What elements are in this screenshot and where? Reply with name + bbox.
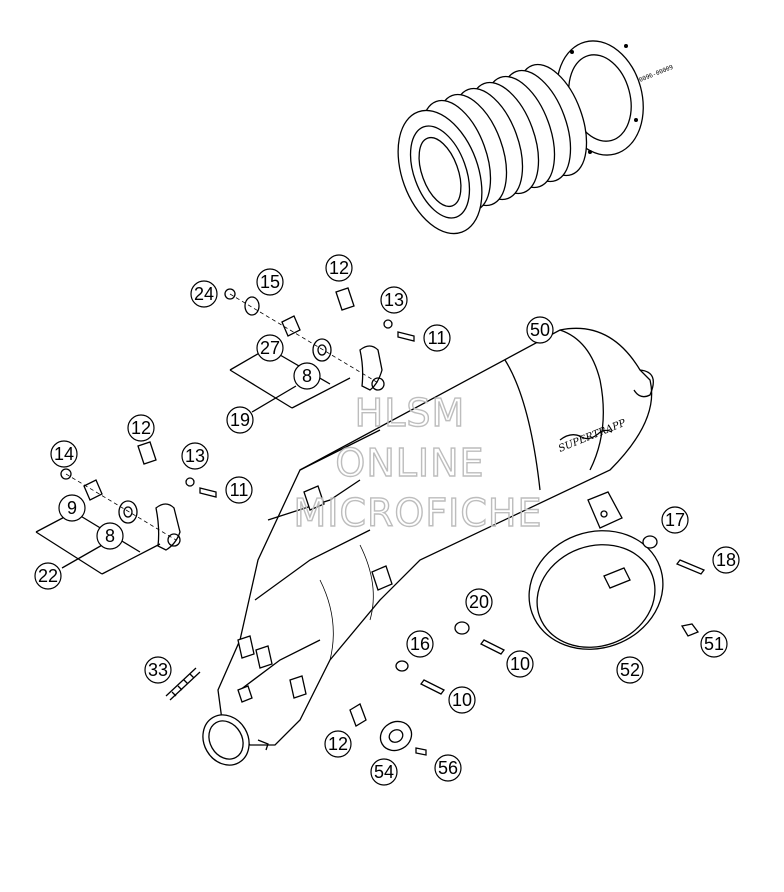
group-frames xyxy=(35,347,351,575)
svg-text:22: 22 xyxy=(38,566,58,586)
callout-24[interactable]: 24 xyxy=(190,280,218,308)
callout-33[interactable]: 33 xyxy=(144,656,172,684)
callout-9[interactable]: 9 xyxy=(58,494,86,522)
watermark-line-3: MICROFICHE xyxy=(293,491,542,535)
svg-text:24: 24 xyxy=(194,284,214,304)
svg-text:12: 12 xyxy=(329,258,349,278)
svg-text:54: 54 xyxy=(374,762,394,782)
svg-text:13: 13 xyxy=(384,290,404,310)
clamp-band xyxy=(528,491,664,650)
watermark: HLSM ONLINE MICROFICHE xyxy=(293,390,542,535)
svg-text:52: 52 xyxy=(620,660,640,680)
callout-50[interactable]: 50 xyxy=(526,316,554,344)
callout-12-mid[interactable]: 12 xyxy=(127,414,155,442)
callout-16[interactable]: 16 xyxy=(406,630,434,658)
svg-text:14: 14 xyxy=(54,444,74,464)
callout-8-top[interactable]: 8 xyxy=(293,362,321,390)
lower-bracket-assembly xyxy=(60,441,217,551)
callout-27[interactable]: 27 xyxy=(256,334,284,362)
callout-13-top[interactable]: 13 xyxy=(380,286,408,314)
svg-text:50: 50 xyxy=(530,320,550,340)
callout-14[interactable]: 14 xyxy=(50,440,78,468)
svg-text:19: 19 xyxy=(230,410,250,430)
spring-33 xyxy=(165,667,201,701)
svg-text:10: 10 xyxy=(452,690,472,710)
svg-text:51: 51 xyxy=(704,634,724,654)
svg-text:56: 56 xyxy=(438,758,458,778)
svg-text:12: 12 xyxy=(131,418,151,438)
svg-text:17: 17 xyxy=(665,510,685,530)
callout-54[interactable]: 54 xyxy=(370,758,398,786)
svg-text:12: 12 xyxy=(328,734,348,754)
callout-22[interactable]: 22 xyxy=(34,562,62,590)
callout-12-top[interactable]: 12 xyxy=(325,254,353,282)
callout-11-mid[interactable]: 11 xyxy=(225,476,253,504)
callout-56[interactable]: 56 xyxy=(434,754,462,782)
callout-20[interactable]: 20 xyxy=(465,588,493,616)
callout-15[interactable]: 15 xyxy=(256,268,284,296)
upper-bracket-assembly xyxy=(224,287,415,391)
watermark-line-1: HLSM xyxy=(355,391,466,435)
svg-text:33: 33 xyxy=(148,660,168,680)
brand-signature-mark xyxy=(559,429,613,441)
svg-text:9: 9 xyxy=(67,498,77,518)
callout-19[interactable]: 19 xyxy=(226,406,254,434)
svg-text:13: 13 xyxy=(185,446,205,466)
callout-51[interactable]: 51 xyxy=(700,630,728,658)
svg-text:16: 16 xyxy=(410,634,430,654)
watermark-line-2: ONLINE xyxy=(335,441,484,485)
svg-text:27: 27 xyxy=(260,338,280,358)
small-parts xyxy=(165,535,706,756)
callout-12-low[interactable]: 12 xyxy=(324,730,352,758)
callout-18[interactable]: 18 xyxy=(712,546,740,574)
callout-13-mid[interactable]: 13 xyxy=(181,442,209,470)
callout-52[interactable]: 52 xyxy=(616,656,644,684)
svg-text:20: 20 xyxy=(469,592,489,612)
svg-text:15: 15 xyxy=(260,272,280,292)
callout-11-top[interactable]: 11 xyxy=(423,324,451,352)
svg-text:18: 18 xyxy=(716,550,736,570)
gasket-tag: 0096-00009 xyxy=(638,64,674,84)
muffler-body xyxy=(202,327,654,766)
callout-10-low[interactable]: 10 xyxy=(448,686,476,714)
callout-8-mid[interactable]: 8 xyxy=(96,522,124,550)
svg-text:10: 10 xyxy=(510,654,530,674)
svg-text:8: 8 xyxy=(302,366,312,386)
svg-text:11: 11 xyxy=(428,328,447,348)
callout-17[interactable]: 17 xyxy=(661,506,689,534)
svg-text:8: 8 xyxy=(105,526,115,546)
svg-text:11: 11 xyxy=(230,480,249,500)
callout-10-mid[interactable]: 10 xyxy=(506,650,534,678)
disc-stack xyxy=(397,63,588,235)
